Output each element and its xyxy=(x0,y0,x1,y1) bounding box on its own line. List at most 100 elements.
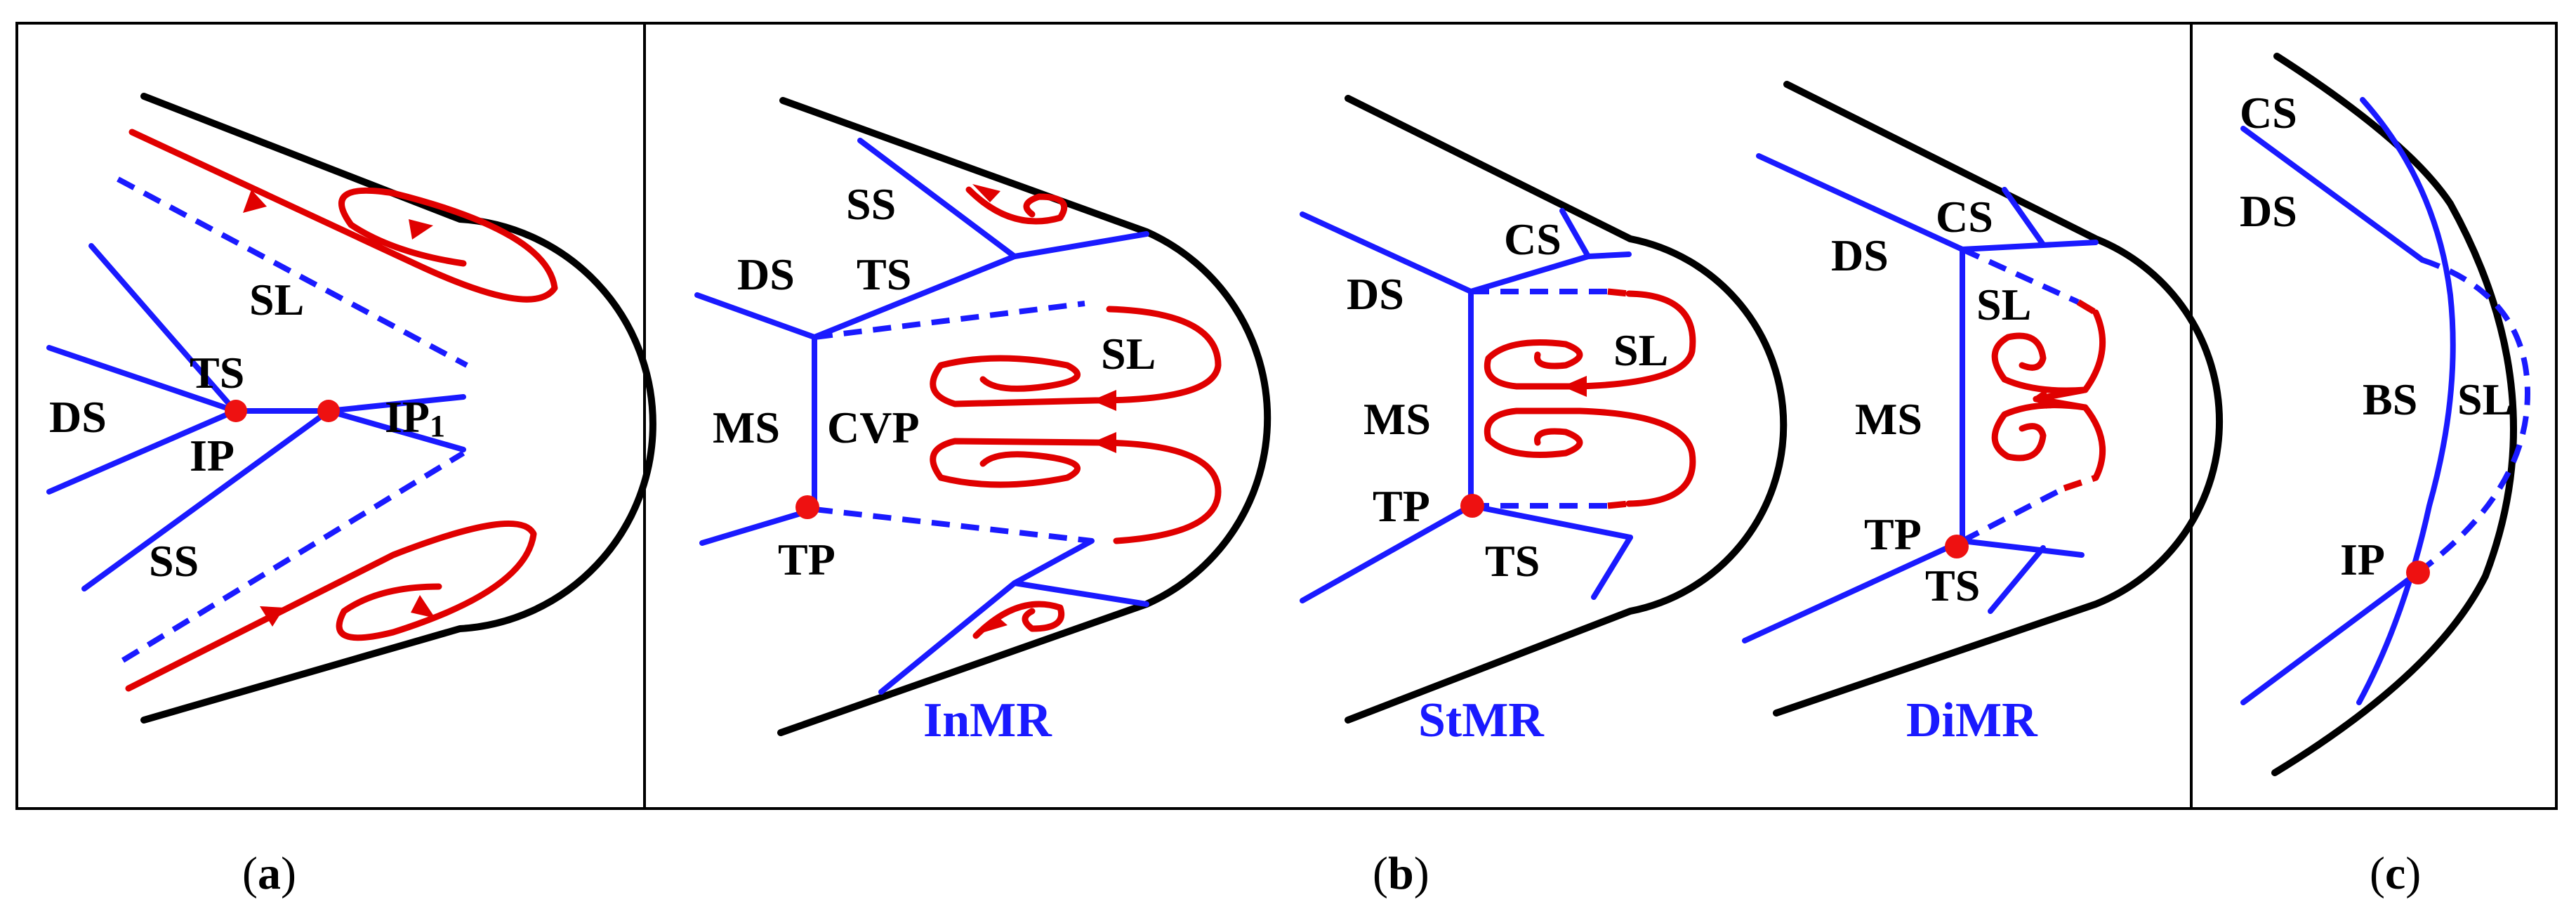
figure-frame xyxy=(15,22,2558,810)
label-ip-c: IP xyxy=(2340,535,2385,584)
loop-upper-inmr xyxy=(930,306,1222,407)
label-ds-dimr: DS xyxy=(1831,230,1889,280)
spiral-lower-inmr xyxy=(972,601,1064,639)
dashed-lower-dimr xyxy=(1961,485,2066,544)
arrow-lower-inmr xyxy=(979,616,1008,634)
wall-dimr xyxy=(1773,81,2224,717)
caption-b: (b) xyxy=(1373,848,1429,899)
caption-c: (c) xyxy=(2370,848,2421,899)
red-dashed-upper-stmr xyxy=(1607,288,1630,297)
caption-a: (a) xyxy=(242,848,296,899)
label-ss-a: SS xyxy=(149,536,199,586)
label-ds-stmr: DS xyxy=(1347,269,1404,319)
label-ip-a: IP xyxy=(190,431,235,480)
arrow-upper-inmr xyxy=(972,184,1000,202)
label-ds-a: DS xyxy=(49,392,107,442)
dashed-upper-dimr xyxy=(1961,247,2080,305)
loop-lower-stmr xyxy=(1484,407,1696,507)
red-dashed-lower-dimr xyxy=(2063,474,2097,492)
shock-ss-inmr xyxy=(857,138,1149,259)
panel-a: SL TS DS IP IP1 SS xyxy=(46,93,656,724)
label-ds-c: DS xyxy=(2240,186,2297,236)
label-ds-inmr: DS xyxy=(737,249,795,299)
shock-cs-dimr xyxy=(2002,187,2046,247)
label-sl-c: SL xyxy=(2457,374,2512,424)
shock-ds-a xyxy=(46,345,238,414)
label-tp-dimr: TP xyxy=(1864,509,1922,559)
point-tp-stmr xyxy=(1460,494,1484,518)
shock-cs-stmr xyxy=(1300,211,1632,294)
wall-inmr xyxy=(777,97,1272,736)
streamline-upper-a xyxy=(128,129,558,303)
arrow-lower-a2 xyxy=(411,595,435,618)
arrow-upper-a xyxy=(243,190,267,213)
shock-ss-lower-inmr xyxy=(878,580,1149,695)
shock-ss-a xyxy=(46,408,238,495)
shock-cs2-stmr xyxy=(1559,208,1591,259)
label-sl-stmr: SL xyxy=(1613,325,1668,375)
point-ip-c xyxy=(2406,561,2430,584)
shock-ds-dimr xyxy=(1756,153,2099,252)
dashed-sl-c xyxy=(2416,257,2531,575)
arrow-lower-a xyxy=(260,606,284,627)
shock-bs-c xyxy=(2356,97,2456,705)
label-sl-dimr: SL xyxy=(1976,280,2031,329)
shock-ts-stmr xyxy=(1591,535,1633,600)
point-tp-dimr xyxy=(1945,535,1969,558)
regime-inmr: InMR xyxy=(923,693,1052,747)
shock-ip1-link-a xyxy=(326,408,466,452)
arrow-loop-upper-inmr xyxy=(1092,390,1116,411)
loop-lower-inmr xyxy=(930,438,1222,544)
shock-ts2-dimr xyxy=(1988,545,2046,614)
label-cs-c: CS xyxy=(2240,88,2297,138)
label-ts-stmr: TS xyxy=(1485,536,1540,586)
label-ss-inmr: SS xyxy=(846,179,896,229)
loop-upper-stmr xyxy=(1484,290,1696,390)
red-dashed-upper-dimr xyxy=(2076,299,2098,315)
loop-dimr xyxy=(1991,309,2106,481)
shock-ts-a xyxy=(88,243,238,414)
panel-c: CS DS BS SL IP xyxy=(2240,53,2531,776)
arrow-loop-stmr xyxy=(1562,376,1587,397)
label-sl-a: SL xyxy=(249,275,304,325)
shock-ds-stmr xyxy=(1300,503,1633,603)
wall-stmr xyxy=(1345,95,1788,724)
shock-ip-c xyxy=(2240,570,2421,705)
label-cvp-inmr: CVP xyxy=(827,403,920,452)
regime-dimr: DiMR xyxy=(1906,693,2038,747)
label-bs-c: BS xyxy=(2363,374,2417,424)
dashed-upper-a xyxy=(117,176,468,368)
label-ip1-a: IP1 xyxy=(385,392,445,443)
dashed-lower-a xyxy=(121,450,465,663)
label-ts-dimr: TS xyxy=(1925,561,1980,610)
regime-stmr: StMR xyxy=(1418,693,1545,747)
shock-ss2-a xyxy=(81,408,331,591)
wall-a xyxy=(140,93,656,724)
arrow-loop-lower-inmr xyxy=(1092,432,1116,453)
point-ip1-a xyxy=(317,400,340,422)
label-cs-dimr: CS xyxy=(1936,192,1993,242)
spiral-upper-inmr xyxy=(965,186,1068,225)
arrow-upper-a2 xyxy=(409,219,433,240)
label-ms-dimr: MS xyxy=(1855,394,1922,444)
label-ms-stmr: MS xyxy=(1363,394,1431,444)
red-dashed-lower-stmr xyxy=(1607,500,1630,509)
panel-b-stmr: CS DS SL MS TP TS StMR xyxy=(1300,95,1788,747)
panel-b-dimr: CS DS SL MS TP TS DiMR xyxy=(1742,81,2224,747)
streamline-lower-a xyxy=(125,520,537,692)
point-ip-a xyxy=(225,400,247,422)
point-tp-inmr xyxy=(795,495,819,519)
label-cs-stmr: CS xyxy=(1504,214,1561,264)
label-sl-inmr: SL xyxy=(1101,329,1156,379)
dashed-upper-inmr xyxy=(814,301,1085,340)
shock-ds-c xyxy=(2240,126,2425,263)
label-ts-inmr: TS xyxy=(857,249,911,299)
label-ts-a: TS xyxy=(190,348,244,398)
panel-b-inmr: SS DS TS SL MS CVP TP InMR xyxy=(694,97,1272,747)
label-tp-stmr: TP xyxy=(1373,481,1430,531)
dashed-lower-inmr xyxy=(814,506,1092,544)
arrow-dimr xyxy=(2033,388,2047,409)
label-tp-inmr: TP xyxy=(778,535,835,584)
label-ms-inmr: MS xyxy=(713,403,780,452)
shock-ms-lower-inmr xyxy=(1012,538,1095,586)
